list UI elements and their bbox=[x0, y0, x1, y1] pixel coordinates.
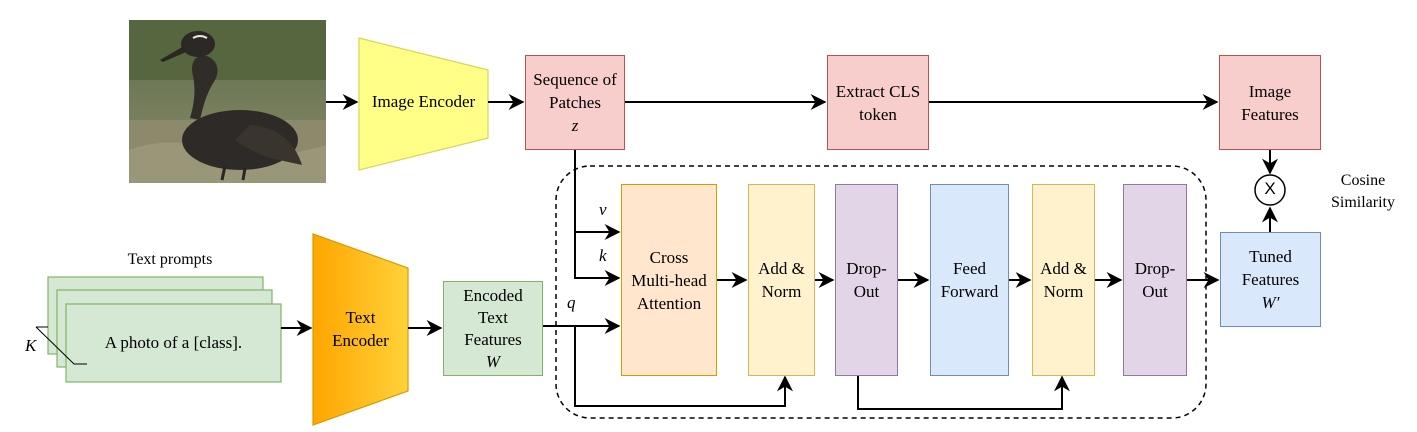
attention-line2: Multi-head bbox=[631, 270, 707, 290]
k-symbol: K bbox=[25, 336, 37, 355]
tuned-line1: Tuned bbox=[1249, 247, 1292, 266]
add-norm-1-line2: Norm bbox=[761, 282, 802, 301]
encoded-line1: Encoded bbox=[463, 285, 523, 305]
tuned-line2: Features bbox=[1241, 270, 1300, 289]
transformer-block-outline bbox=[555, 165, 1207, 419]
add-norm-1-line1: Add & bbox=[758, 259, 805, 278]
k-bracket bbox=[35, 326, 87, 365]
q-label: q bbox=[567, 293, 576, 312]
encoded-symbol: W bbox=[485, 351, 501, 371]
prompt-text: A photo of a [class]. bbox=[104, 333, 243, 352]
tuned-features-box: Tuned Features W′ bbox=[1220, 232, 1321, 327]
feed-forward-line2: Forward bbox=[940, 282, 999, 301]
cosine-line2: Similarity bbox=[1331, 194, 1395, 211]
add-norm-2-line2: Norm bbox=[1043, 282, 1084, 301]
dropout-box-1: Drop- Out bbox=[835, 184, 898, 376]
feed-forward-box: Feed Forward bbox=[930, 184, 1009, 376]
image-features-line2: Features bbox=[1241, 104, 1299, 124]
add-norm-box-1: Add & Norm bbox=[748, 184, 815, 376]
dropout-2-line1: Drop- bbox=[1134, 259, 1176, 278]
encoded-features-box: Encoded Text Features W bbox=[443, 281, 543, 376]
patches-symbol: z bbox=[571, 116, 579, 135]
text-encoder-line1: Text bbox=[345, 308, 376, 327]
attention-line3: Attention bbox=[636, 293, 702, 313]
text-encoder-line2: Encoder bbox=[332, 331, 389, 350]
multiply-symbol: X bbox=[1264, 179, 1276, 198]
cosine-similarity-label: Cosine Similarity bbox=[1318, 170, 1408, 214]
image-encoder-shape bbox=[358, 37, 489, 171]
tuned-symbol: W′ bbox=[1261, 293, 1280, 312]
patches-line1: Sequence of bbox=[533, 70, 617, 89]
attention-line1: Cross bbox=[649, 247, 689, 267]
dropout-1-line1: Drop- bbox=[846, 259, 887, 278]
add-norm-2-line1: Add & bbox=[1040, 259, 1087, 278]
feed-forward-line1: Feed bbox=[952, 259, 987, 278]
albatross-photo bbox=[129, 20, 326, 183]
add-norm-box-2: Add & Norm bbox=[1032, 184, 1095, 376]
patches-box: Sequence of Patches z bbox=[525, 55, 625, 150]
attention-box: Cross Multi-head Attention bbox=[621, 184, 717, 376]
v-label: v bbox=[599, 200, 607, 219]
encoded-line2: Text bbox=[478, 307, 508, 327]
text-encoder-shape bbox=[312, 233, 409, 426]
cls-box: Extract CLS token bbox=[827, 55, 929, 150]
dropout-2-line2: Out bbox=[1142, 282, 1168, 301]
encoded-line3: Features bbox=[464, 329, 522, 349]
image-features-line1: Image bbox=[1248, 81, 1292, 101]
cls-line1: Extract CLS bbox=[835, 81, 921, 101]
k-label: k bbox=[599, 246, 607, 265]
cosine-line1: Cosine bbox=[1340, 172, 1386, 189]
dropout-1-line2: Out bbox=[853, 282, 880, 301]
text-encoder-label: Text Encoder bbox=[313, 306, 408, 352]
text-prompts-title: Text prompts bbox=[127, 251, 213, 268]
image-features-box: Image Features bbox=[1219, 55, 1321, 150]
cls-line2: token bbox=[859, 104, 897, 124]
dropout-box-2: Drop- Out bbox=[1123, 184, 1187, 376]
image-encoder-label: Image Encoder bbox=[371, 92, 476, 111]
patches-line2: Patches bbox=[549, 93, 601, 112]
multiply-circle bbox=[1254, 174, 1286, 206]
prompt-card-front bbox=[65, 303, 282, 383]
